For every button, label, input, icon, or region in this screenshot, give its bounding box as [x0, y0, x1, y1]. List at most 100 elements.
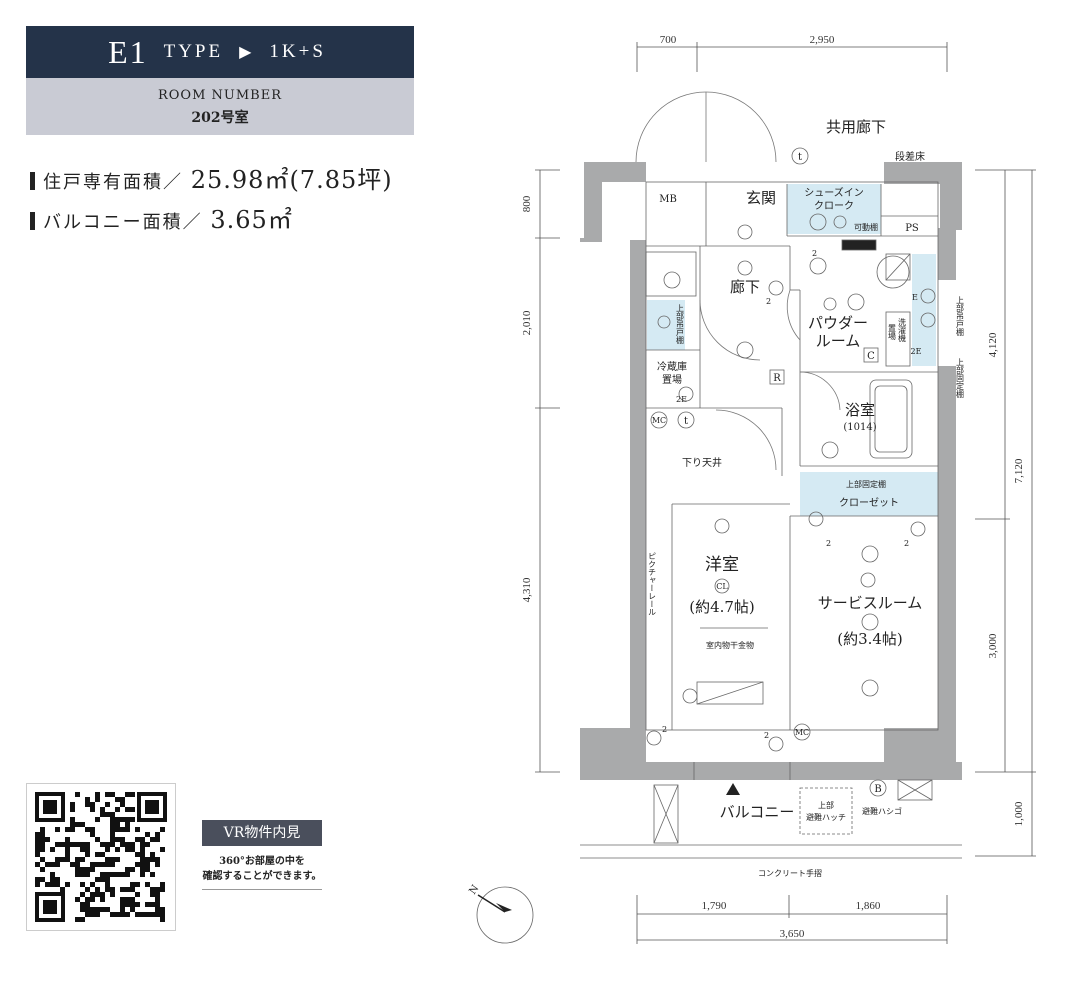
symbol-t-room: t: [684, 416, 688, 427]
balcony-arrow-icon: [726, 783, 740, 795]
dim-top-right: 2,950: [810, 34, 835, 46]
label-powder-1: パウダー: [808, 314, 868, 332]
label-upper-cabinet-left: 上部吊戸棚: [676, 304, 685, 345]
symbol-b: B: [874, 784, 881, 795]
label-hallway: 廊下: [730, 278, 760, 296]
label-picture-rail: ピクチャーレール: [648, 552, 657, 616]
room-number-label: ROOM NUMBER: [157, 88, 283, 103]
dimension-left: 800 2,010 4,310: [521, 169, 560, 773]
label-closet: クローゼット: [839, 497, 899, 509]
layout-code: 1K+S: [269, 41, 326, 62]
label-lowered-ceiling: 下り天井: [682, 456, 722, 469]
type-code: E1: [108, 33, 148, 70]
label-washer-1: 洗濯機: [898, 317, 907, 343]
type-header: E1 TYPE ▶ 1K+S ROOM NUMBER 202号室: [26, 26, 414, 135]
label-service-room: サービスルーム: [818, 594, 923, 612]
symbol-2-c: 2: [662, 725, 667, 734]
symbol-mc-kitchen: MC: [652, 416, 666, 425]
vr-description: 360°お部屋の中を 確認することができます。: [196, 854, 328, 884]
label-shoes-in-1: シューズイン: [804, 186, 864, 199]
label-drying-hook: 室内物干金物: [706, 640, 754, 650]
symbol-c: C: [867, 351, 875, 362]
dim-right-lower: 3,000: [987, 633, 999, 658]
label-fridge-1: 冷蔵庫: [657, 360, 687, 373]
dim-right-balcony: 1,000: [1013, 801, 1025, 826]
vr-line-2: 確認することができます。: [202, 871, 322, 882]
label-washer-2: 置場: [888, 324, 897, 341]
dim-left-bottom: 4,310: [521, 577, 533, 602]
type-title-bar: E1 TYPE ▶ 1K+S: [26, 26, 414, 78]
dim-bottom-total: 3,650: [780, 928, 805, 940]
dimension-bottom: 1,790 1,860 3,650: [636, 895, 948, 944]
door-swings: [635, 91, 841, 471]
vr-underline: [202, 889, 322, 890]
qr-code[interactable]: [26, 783, 176, 931]
label-handrail: コンクリート手摺: [758, 868, 822, 878]
symbol-2-e: 2: [766, 297, 771, 306]
bullet-bar: [30, 212, 35, 230]
fixture-symbols: [646, 213, 936, 752]
symbol-r: R: [773, 373, 781, 384]
label-bath: 浴室: [845, 401, 875, 419]
balcony-area-value: 3.65㎡: [210, 206, 293, 234]
dim-top-left: 700: [660, 34, 677, 46]
private-area-row: 住戸専有面積／ 25.98㎡(7.85坪): [30, 160, 393, 195]
label-upper-fixed-right: 上部固定棚: [956, 358, 965, 399]
bullet-bar: [30, 172, 35, 190]
walls: [580, 162, 962, 780]
balcony-area-label: バルコニー面積／: [43, 212, 203, 233]
dim-right-total: 7,120: [1013, 458, 1025, 483]
label-closet-upper: 上部固定棚: [846, 479, 886, 489]
symbol-t-corridor: t: [798, 152, 802, 163]
label-balcony: バルコニー: [720, 803, 795, 821]
symbol-2-d: 2: [764, 731, 769, 740]
label-powder-2: ルーム: [816, 332, 861, 350]
dimension-right: 4,120 7,120 3,000 1,000: [975, 169, 1036, 857]
label-service-size: (約3.4帖): [837, 630, 903, 648]
label-hatch-2: 避難ハッチ: [806, 812, 846, 822]
label-mb: MB: [659, 194, 677, 205]
label-corridor: 共用廊下: [826, 118, 886, 136]
balcony-outline: [580, 762, 962, 859]
dim-left-top: 800: [521, 195, 533, 212]
label-shoes-in-2: クローク: [814, 200, 854, 212]
symbol-2-a: 2: [826, 539, 831, 548]
interior-partitions: [645, 181, 939, 731]
compass-north: N: [467, 883, 481, 897]
private-area-value: 25.98㎡(7.85坪): [190, 166, 393, 194]
dim-bottom-right: 1,860: [856, 900, 881, 912]
dim-bottom-left: 1,790: [702, 900, 727, 912]
label-ladder: 避難ハシゴ: [862, 806, 902, 816]
symbol-2e-left: 2E: [676, 395, 687, 404]
room-number-bar: ROOM NUMBER 202号室: [26, 78, 414, 135]
dim-left-mid: 2,010: [521, 310, 533, 335]
storage-areas: [647, 184, 938, 516]
qr-code-graphic: [27, 784, 175, 930]
label-hatch-1: 上部: [818, 800, 834, 810]
room-number: 202号室: [191, 110, 249, 126]
symbol-badges: t t MC MC R C CL B 2E 2E E 2 2 2 2 2 2: [650, 147, 922, 797]
label-ps: PS: [905, 223, 919, 234]
symbol-2-b: 2: [904, 539, 909, 548]
label-fridge-2: 置場: [662, 373, 682, 386]
label-entrance: 玄関: [746, 189, 776, 207]
balcony-area-row: バルコニー面積／ 3.65㎡: [30, 200, 293, 235]
label-movable-shelf: 可動棚: [854, 222, 878, 232]
compass: N: [467, 883, 534, 944]
label-western: 洋室: [705, 555, 739, 575]
type-word: TYPE: [163, 41, 224, 62]
dimension-top: 700 2,950: [636, 34, 948, 72]
symbol-2e-right: 2E: [911, 347, 922, 356]
private-area-label: 住戸専有面積／: [43, 172, 183, 193]
room-labels: 共用廊下 段差床 MB 玄関 シューズイン クローク 可動棚 PS 廊下 パウダ…: [648, 118, 965, 878]
symbol-2-f: 2: [812, 249, 817, 258]
symbol-mc-service: MC: [795, 728, 809, 737]
label-western-size: (約4.7帖): [689, 598, 755, 616]
vr-tour-button[interactable]: VR物件内見: [202, 820, 322, 846]
label-step-floor: 段差床: [895, 150, 925, 163]
arrow-right-icon: ▶: [239, 44, 254, 61]
label-upper-cabinet-right: 上部吊戸棚: [956, 296, 965, 337]
symbol-cl: CL: [716, 582, 728, 591]
vr-line-1: 360°お部屋の中を: [219, 856, 305, 867]
